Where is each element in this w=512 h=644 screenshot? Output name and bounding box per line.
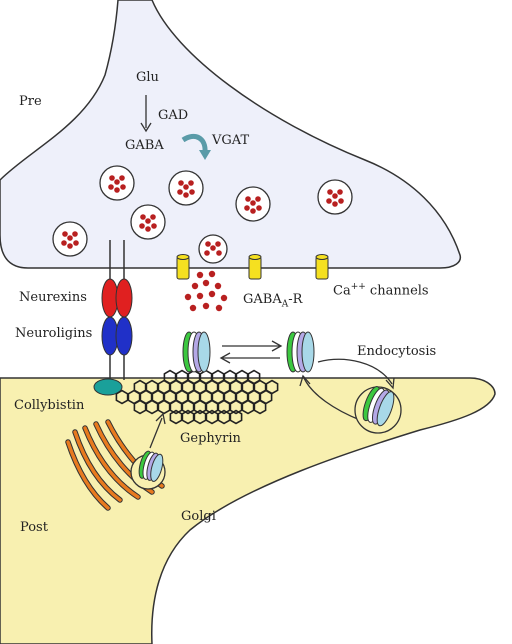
gaba-molecule: [208, 270, 216, 278]
post-label: Post: [20, 520, 48, 535]
arrow-head: [385, 377, 395, 390]
transport-receptor: [138, 450, 164, 482]
ca-channel-top: [176, 254, 190, 260]
vesicle: [168, 170, 204, 206]
vesicle: [99, 165, 135, 201]
arrow-head: [271, 340, 283, 352]
internalized-receptor: [362, 386, 395, 427]
glu-label: Glu: [136, 70, 159, 85]
ca-channel: [315, 256, 329, 280]
arrow-head: [155, 412, 166, 425]
ca-channel-top: [248, 254, 262, 260]
released-gaba: [184, 270, 228, 312]
gaba-molecule: [191, 282, 199, 290]
vesicle: [317, 179, 353, 215]
ca-channel: [248, 256, 262, 280]
neuroligins-label: Neuroligins: [15, 326, 93, 341]
postsynaptic-terminal: [0, 377, 496, 644]
gaba-molecule: [184, 293, 192, 301]
ca-channel-top: [315, 254, 329, 260]
golgi-label: Golgi: [181, 509, 216, 524]
collybistin-label: Collybistin: [14, 398, 85, 413]
vesicles: [52, 165, 353, 264]
gaba-a-receptor-synaptic: [182, 331, 211, 373]
gaba-label: GABA: [125, 138, 164, 153]
trafficking-arrow: [149, 417, 163, 449]
gaba-molecule: [208, 290, 216, 298]
endocytosis-label: Endocytosis: [357, 344, 437, 359]
ca-channel: [176, 256, 190, 280]
vesicle: [52, 221, 88, 257]
gaba-molecule: [215, 304, 223, 312]
arrow-head: [299, 374, 311, 387]
gephyrin-unit: [253, 399, 267, 415]
gaba-molecule: [196, 271, 204, 279]
arrow-head: [219, 352, 231, 364]
vesicle: [198, 234, 228, 264]
recycling-arrow: [303, 377, 361, 421]
gaba-molecule: [214, 282, 222, 290]
gad-label: GAD: [158, 108, 189, 123]
gephyrin-unit: [229, 409, 243, 425]
ca-channels-label: Ca++ channels: [333, 282, 429, 299]
neurexins-label: Neurexins: [19, 290, 87, 305]
gaba-a-r-label: GABAA-R: [243, 292, 303, 310]
neurexin: [115, 278, 133, 318]
vesicle: [235, 186, 271, 222]
gaba-molecule: [189, 304, 197, 312]
gephyrin-lattice: [115, 369, 279, 425]
gephyrin-label: Gephyrin: [180, 431, 241, 446]
vgat-arrow-head: [199, 150, 211, 160]
endocytosis-arrow: [317, 358, 393, 385]
gaba-molecule: [202, 279, 210, 287]
vgat-arrow: [181, 134, 208, 153]
ca-channels: [176, 254, 329, 280]
vgat-label: VGAT: [212, 133, 250, 148]
gad-arrow-head: [140, 122, 152, 133]
gaba-molecule: [202, 302, 210, 310]
collybistin: [93, 378, 123, 396]
vesicle: [130, 204, 166, 240]
pre-label: Pre: [19, 94, 42, 109]
gaba-a-receptor-extrasynaptic: [286, 331, 315, 373]
gaba-molecule: [220, 294, 228, 302]
gaba-molecule: [196, 292, 204, 300]
neuroligin: [115, 316, 133, 356]
